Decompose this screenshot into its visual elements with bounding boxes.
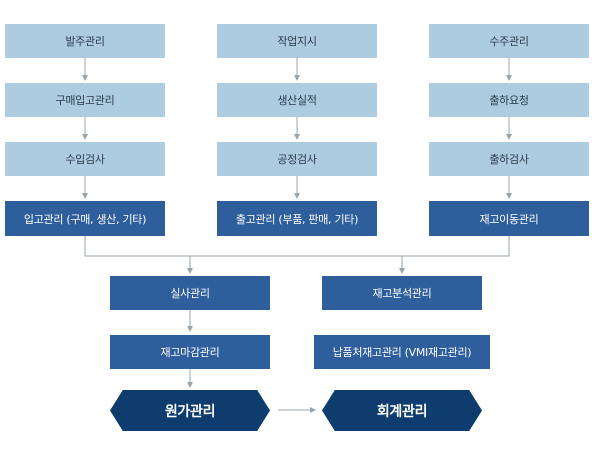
box-order-management: 발주관리 — [5, 24, 165, 58]
box-production-results: 생산실적 — [217, 83, 377, 117]
box-shipping-inspection: 출하검사 — [429, 142, 589, 176]
box-work-order: 작업지시 — [217, 24, 377, 58]
box-inventory-analysis: 재고분석관리 — [322, 276, 482, 310]
box-incoming-inspection: 수입검사 — [5, 142, 165, 176]
box-inventory-transfer: 재고이동관리 — [429, 201, 589, 236]
box-physical-inventory: 실사관리 — [110, 276, 270, 310]
box-receipt-management: 입고관리 (구매, 생산, 기타) — [5, 201, 165, 236]
box-accounting-management: 회계관리 — [322, 390, 482, 431]
box-process-inspection: 공정검사 — [217, 142, 377, 176]
box-sales-order: 수주관리 — [429, 24, 589, 58]
box-shipment-management: 출고관리 (부품, 판매, 기타) — [217, 201, 377, 236]
merge-bracket — [84, 236, 510, 257]
box-shipping-request: 출하요청 — [429, 83, 589, 117]
box-purchase-receipt: 구매입고관리 — [5, 83, 165, 117]
box-vmi-inventory: 납품처재고관리 (VMI재고관리) — [314, 335, 490, 369]
box-cost-management: 원가관리 — [110, 390, 270, 431]
box-inventory-closing: 재고마감관리 — [110, 335, 270, 369]
